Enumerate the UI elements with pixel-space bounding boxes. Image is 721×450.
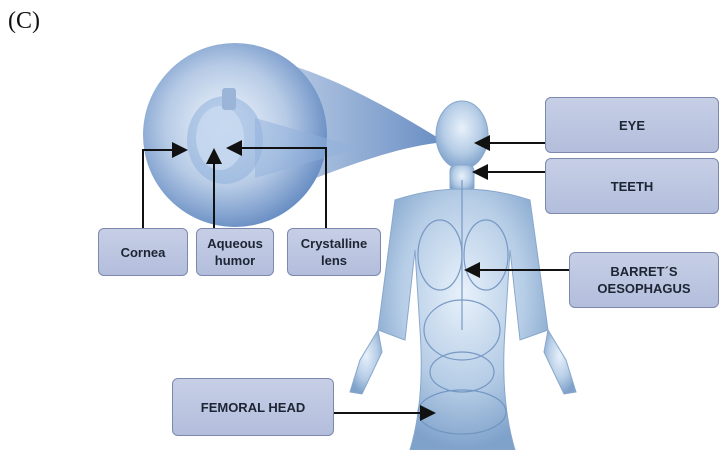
- teeth-box: TEETH: [545, 158, 719, 214]
- aqueous-humor-label: Aqueous humor: [207, 235, 263, 269]
- cornea-label: Cornea: [121, 244, 166, 261]
- barrett-box: BARRET´S OESOPHAGUS: [569, 252, 719, 308]
- eye-box: EYE: [545, 97, 719, 153]
- femoral-head-label: FEMORAL HEAD: [201, 399, 305, 416]
- crystalline-lens-label: Crystalline lens: [301, 235, 367, 269]
- cornea-box: Cornea: [98, 228, 188, 276]
- aqueous-humor-box: Aqueous humor: [196, 228, 274, 276]
- teeth-label: TEETH: [611, 178, 654, 195]
- crystalline-lens-box: Crystalline lens: [287, 228, 381, 276]
- eye-label: EYE: [619, 117, 645, 134]
- femoral-head-box: FEMORAL HEAD: [172, 378, 334, 436]
- barrett-label: BARRET´S OESOPHAGUS: [597, 263, 690, 297]
